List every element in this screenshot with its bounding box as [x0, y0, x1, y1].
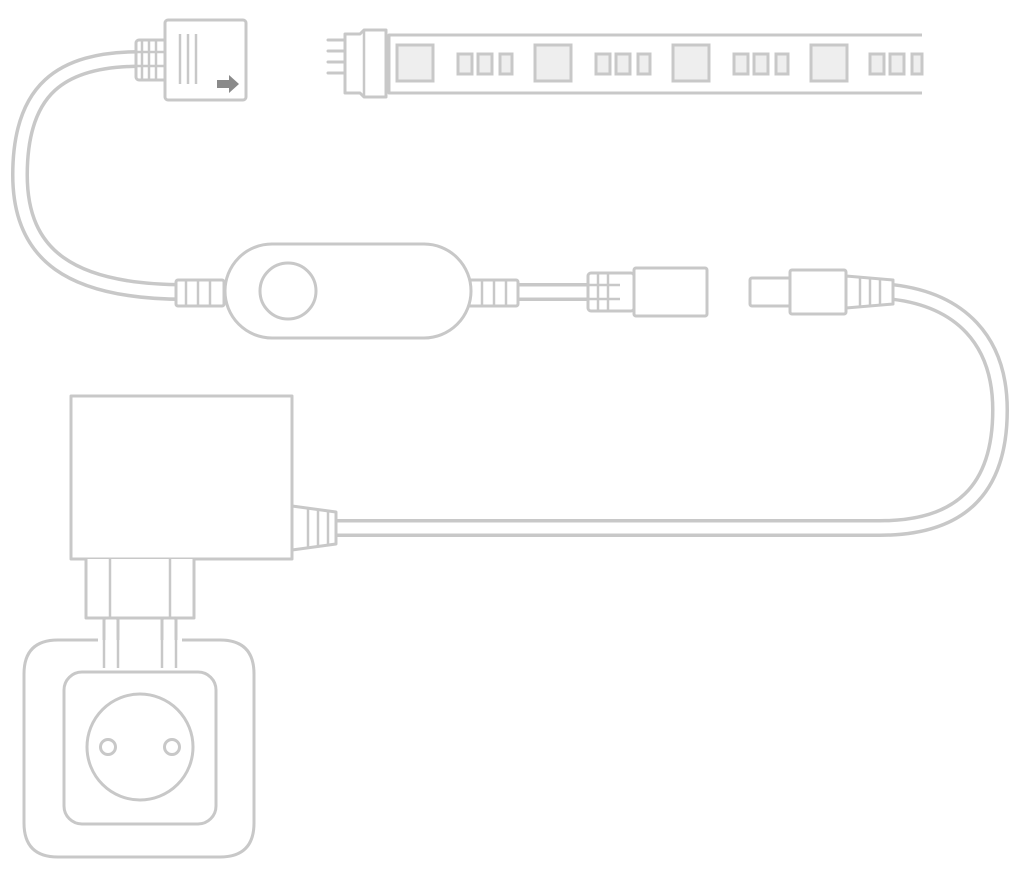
strip-connector: [134, 18, 248, 102]
resistor: [614, 52, 632, 76]
resistor: [732, 52, 750, 76]
controller-button[interactable]: [258, 261, 318, 321]
led-strip: [326, 28, 924, 99]
resistor: [774, 52, 790, 76]
inline-controller: [174, 242, 520, 340]
resistor: [636, 52, 652, 76]
rgb-led-chip: [671, 43, 711, 83]
socket-hole: [99, 738, 117, 756]
cables: [11, 50, 1009, 537]
rgb-led-chip: [395, 43, 435, 83]
resistor: [594, 52, 612, 76]
resistor: [476, 52, 494, 76]
resistor: [868, 52, 886, 76]
rgb-led-chip: [533, 43, 573, 83]
arrow-right-icon: [217, 75, 239, 93]
rgb-led-chip: [809, 43, 849, 83]
resistor: [910, 52, 924, 76]
socket-hole: [163, 738, 181, 756]
dc-plug-male: [748, 268, 895, 316]
strip-led-segments: [395, 43, 924, 83]
resistor: [498, 52, 514, 76]
strip-pin-header: [326, 28, 388, 99]
wall-socket: [22, 638, 256, 859]
dc-jack-female: [586, 266, 709, 318]
resistor: [752, 52, 770, 76]
resistor: [888, 52, 906, 76]
resistor: [456, 52, 474, 76]
power-adapter: [69, 394, 338, 670]
